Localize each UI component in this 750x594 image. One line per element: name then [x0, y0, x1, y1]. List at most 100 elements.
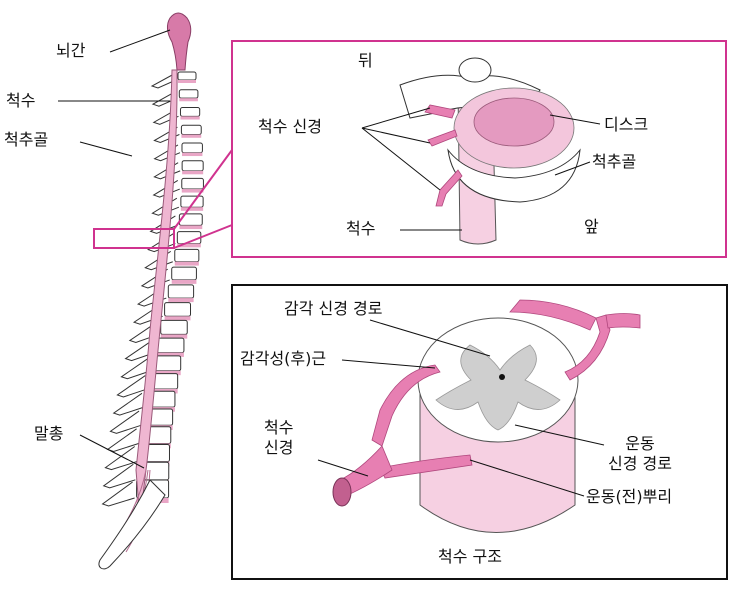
leader-brainstem [109, 29, 171, 53]
label-spinal-nerve-line1: 척수 [264, 418, 294, 437]
label-vertebra-detail: 척추골 [592, 152, 637, 171]
intervertebral-disc [180, 207, 204, 211]
label-cauda-equina: 말총 [34, 424, 64, 443]
intervertebral-disc [177, 243, 201, 248]
vertebra-body [171, 266, 197, 281]
spinous-process [101, 481, 135, 507]
label-spinal-nerves: 척수 신경 [258, 117, 322, 136]
detail-nerve-3 [435, 169, 463, 207]
leader-sensory-pathway [369, 319, 491, 357]
leader-motor-pathway [514, 424, 605, 446]
label-spinal-cord-detail: 척수 [346, 219, 376, 238]
leader-vertebra [79, 141, 133, 157]
leader-sensory-root [341, 359, 436, 369]
label-motor-pathway-line2: 신경 경로 [608, 454, 672, 473]
label-disc: 디스크 [604, 115, 649, 134]
detail-nerve-1 [424, 104, 456, 119]
leader-nerves-3 [361, 127, 441, 191]
cross-section-illustration [332, 299, 641, 533]
vertebra-body [160, 319, 188, 335]
label-brainstem: 뇌간 [56, 41, 86, 60]
label-motor-root: 운동(전)뿌리 [586, 487, 673, 506]
label-sensory-pathway: 감각 신경 경로 [284, 299, 383, 318]
detail-disc-core [473, 97, 555, 147]
vertebra-body [156, 337, 185, 354]
spinous-process [124, 339, 155, 362]
label-cross-section-title: 척수 구조 [438, 547, 502, 566]
connector-top [173, 149, 233, 230]
spinous-process [102, 463, 136, 489]
spinous-process [150, 73, 177, 89]
label-spinal-cord: 척수 [6, 91, 36, 110]
vertebra-body [181, 160, 204, 172]
intervertebral-disc [179, 225, 203, 230]
spinal-cord-shape [135, 69, 178, 521]
spinous-process [109, 410, 142, 434]
spinous-process [104, 446, 137, 471]
sacrum-shape [98, 479, 166, 570]
vertebra-body [181, 142, 203, 154]
xs-right-nerve-top [509, 299, 597, 331]
label-spinal-nerve-line2: 신경 [264, 438, 294, 457]
intervertebral-disc [164, 316, 191, 321]
vertebra-body [174, 248, 200, 263]
xs-grey-matter [435, 344, 561, 431]
spinous-process [112, 392, 145, 416]
intervertebral-disc [181, 152, 203, 157]
vertebra-body [179, 106, 201, 117]
spine-illustration [93, 12, 233, 570]
intervertebral-disc [174, 261, 199, 266]
vertebra-body [178, 213, 203, 226]
label-motor-pathway-line1: 운동 [625, 434, 655, 453]
brainstem-shape [166, 12, 192, 71]
xs-central-canal [499, 374, 505, 380]
detail-vertebral-body [447, 148, 581, 203]
intervertebral-disc [179, 98, 198, 102]
intervertebral-disc [182, 170, 204, 175]
intervertebral-disc [171, 279, 197, 284]
label-motor-pathway: 운동 신경 경로 [608, 434, 672, 474]
spine-highlight-box [93, 228, 175, 249]
vertebra-body [181, 177, 204, 190]
intervertebral-disc [181, 134, 202, 138]
label-front: 앞 [584, 217, 599, 236]
intervertebral-disc [152, 370, 181, 376]
intervertebral-disc [168, 298, 194, 303]
spinous-process [120, 357, 152, 380]
vertebra-body [177, 71, 197, 81]
leader-nerves-1 [361, 107, 431, 129]
vertebra-body [180, 124, 202, 136]
leader-nerves-2 [361, 127, 431, 144]
leader-disc [549, 114, 601, 125]
leader-cauda [79, 434, 145, 469]
xs-motor-root [379, 454, 473, 479]
label-sensory-root: 감각성(후)근 [240, 349, 327, 368]
intervertebral-disc [156, 352, 184, 357]
leader-motor-root [469, 459, 585, 497]
vertebra-body [178, 89, 199, 99]
detail-box [231, 40, 727, 258]
intervertebral-disc [180, 116, 200, 120]
xs-right-nerve-out [605, 313, 641, 329]
xs-nerve-end [332, 477, 352, 507]
intervertebral-disc [178, 80, 196, 83]
vertebra-body [167, 284, 195, 299]
leader-spinal-nerve [317, 459, 369, 477]
vertebra-detail [399, 57, 581, 245]
label-back: 뒤 [358, 51, 373, 70]
label-vertebra: 척추골 [4, 130, 49, 149]
cross-section-box [231, 284, 728, 580]
intervertebral-disc [160, 334, 188, 339]
vertebrae-stack [101, 71, 204, 507]
leader-vertebra-detail [554, 161, 591, 176]
detail-top-knob [458, 57, 492, 83]
label-spinal-nerve: 척수 신경 [264, 418, 293, 458]
spinous-process [116, 375, 148, 398]
vertebra-body [164, 302, 192, 317]
xs-right-root [564, 314, 611, 381]
intervertebral-disc [181, 189, 204, 193]
detail-nerve-2 [427, 129, 458, 147]
connector-bottom [173, 224, 233, 249]
